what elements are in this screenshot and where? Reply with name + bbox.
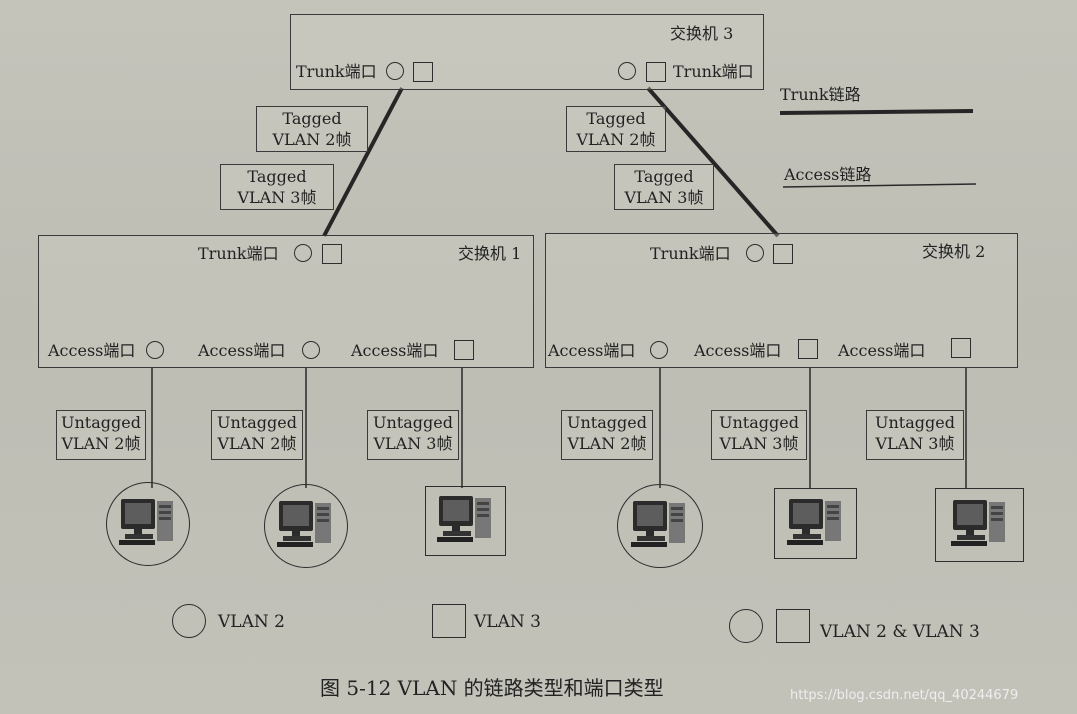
switch-2-access-label-2: Access端口 bbox=[694, 341, 782, 360]
switch-3-port-right-vlan3 bbox=[646, 62, 666, 82]
tagged-frame-line: Tagged bbox=[282, 109, 342, 128]
switch-3-port-right-vlan2 bbox=[618, 62, 636, 80]
tagged-frame-line: VLAN 2帧 bbox=[576, 130, 656, 149]
tagged-frame-left-upper: Tagged VLAN 2帧 bbox=[256, 106, 368, 152]
vlan2-legend-circle bbox=[172, 604, 206, 638]
tagged-frame-line: VLAN 3帧 bbox=[237, 188, 317, 207]
switch-3-port-left-vlan2 bbox=[386, 62, 404, 80]
host-5-vlan3 bbox=[774, 488, 857, 559]
tagged-frame-left-lower: Tagged VLAN 3帧 bbox=[220, 164, 334, 210]
switch-1-access-label-2: Access端口 bbox=[198, 341, 286, 360]
computer-icon bbox=[631, 501, 685, 547]
access-link-legend-label: Access链路 bbox=[784, 165, 872, 184]
computer-icon bbox=[119, 499, 173, 545]
tagged-frame-right-upper: Tagged VLAN 2帧 bbox=[566, 106, 666, 152]
access-legend-line bbox=[782, 183, 977, 188]
tagged-frame-line: Tagged bbox=[586, 109, 646, 128]
tagged-frame-line: Tagged bbox=[247, 167, 307, 186]
switch-1-box bbox=[38, 235, 534, 368]
untagged-frame-line: Untagged bbox=[875, 413, 955, 432]
host-2-vlan2 bbox=[264, 484, 348, 568]
trunk-legend-line bbox=[779, 109, 974, 115]
untagged-frame-6: Untagged VLAN 3帧 bbox=[866, 410, 964, 460]
computer-icon bbox=[277, 501, 331, 547]
untagged-frame-5: Untagged VLAN 3帧 bbox=[711, 410, 807, 460]
watermark: https://blog.csdn.net/qq_40244679 bbox=[790, 688, 1019, 703]
untagged-frame-line: VLAN 3帧 bbox=[875, 434, 955, 453]
switch-1-access-label-3: Access端口 bbox=[351, 341, 439, 360]
switch-3-trunk-label-right: Trunk端口 bbox=[673, 62, 754, 81]
switch-2-box bbox=[545, 233, 1018, 368]
untagged-frame-line: Untagged bbox=[61, 413, 141, 432]
trunk-link-sw3-sw2 bbox=[646, 86, 780, 238]
switch-2-trunk-port-vlan2 bbox=[746, 244, 764, 262]
host-1-vlan2 bbox=[106, 482, 190, 566]
switch-2-access-port-2-vlan3 bbox=[798, 339, 818, 359]
untagged-frame-1: Untagged VLAN 2帧 bbox=[56, 410, 146, 460]
tagged-frame-line: VLAN 3帧 bbox=[624, 188, 704, 207]
switch-2-access-label-3: Access端口 bbox=[838, 341, 926, 360]
untagged-frame-line: Untagged bbox=[567, 413, 647, 432]
untagged-frame-line: VLAN 3帧 bbox=[373, 434, 453, 453]
figure-caption: 图 5-12 VLAN 的链路类型和端口类型 bbox=[320, 676, 664, 700]
untagged-frame-line: Untagged bbox=[719, 413, 799, 432]
switch-1-access-port-2-vlan2 bbox=[302, 341, 320, 359]
switch-3-name: 交换机 3 bbox=[670, 24, 734, 43]
switch-1-access-port-1-vlan2 bbox=[146, 341, 164, 359]
untagged-frame-line: VLAN 2帧 bbox=[61, 434, 141, 453]
switch-2-name: 交换机 2 bbox=[922, 242, 986, 261]
switch-2-access-label-1: Access端口 bbox=[548, 341, 636, 360]
vlan3-legend-label: VLAN 3 bbox=[474, 612, 541, 632]
trunk-link-sw3-sw1 bbox=[322, 87, 404, 237]
both-legend-label: VLAN 2 & VLAN 3 bbox=[820, 622, 980, 642]
switch-1-trunk-port-vlan3 bbox=[322, 244, 342, 264]
computer-icon bbox=[786, 498, 841, 545]
tagged-frame-line: VLAN 2帧 bbox=[272, 130, 352, 149]
vlan3-legend-square bbox=[432, 604, 466, 638]
untagged-frame-3: Untagged VLAN 3帧 bbox=[367, 410, 459, 460]
switch-3-box bbox=[290, 14, 764, 90]
untagged-frame-line: Untagged bbox=[217, 413, 297, 432]
untagged-frame-2: Untagged VLAN 2帧 bbox=[211, 410, 303, 460]
host-3-vlan3 bbox=[425, 486, 506, 556]
switch-1-trunk-label: Trunk端口 bbox=[198, 244, 279, 263]
switch-3-port-left-vlan3 bbox=[413, 62, 433, 82]
tagged-frame-right-lower: Tagged VLAN 3帧 bbox=[614, 164, 714, 210]
vlan2-legend-label: VLAN 2 bbox=[218, 612, 285, 632]
tagged-frame-line: Tagged bbox=[634, 167, 694, 186]
switch-1-access-port-3-vlan3 bbox=[454, 340, 474, 360]
switch-2-access-port-3-vlan3 bbox=[951, 338, 971, 358]
untagged-frame-line: VLAN 2帧 bbox=[217, 434, 297, 453]
switch-3-trunk-label-left: Trunk端口 bbox=[296, 62, 377, 81]
computer-icon bbox=[950, 500, 1005, 546]
switch-2-trunk-port-vlan3 bbox=[773, 244, 793, 264]
host-4-vlan2 bbox=[617, 484, 703, 568]
switch-1-trunk-port-vlan2 bbox=[294, 244, 312, 262]
switch-1-access-label-1: Access端口 bbox=[48, 341, 136, 360]
host-6-vlan3 bbox=[935, 488, 1024, 562]
both-legend-square bbox=[776, 609, 810, 643]
untagged-frame-line: Untagged bbox=[373, 413, 453, 432]
untagged-frame-4: Untagged VLAN 2帧 bbox=[561, 410, 653, 460]
both-legend-circle bbox=[729, 609, 763, 643]
trunk-link-legend-label: Trunk链路 bbox=[780, 85, 861, 104]
computer-icon bbox=[436, 496, 491, 542]
switch-1-name: 交换机 1 bbox=[458, 244, 522, 263]
untagged-frame-line: VLAN 3帧 bbox=[719, 434, 799, 453]
untagged-frame-line: VLAN 2帧 bbox=[567, 434, 647, 453]
switch-2-trunk-label: Trunk端口 bbox=[650, 244, 731, 263]
switch-2-access-port-1-vlan2 bbox=[650, 341, 668, 359]
